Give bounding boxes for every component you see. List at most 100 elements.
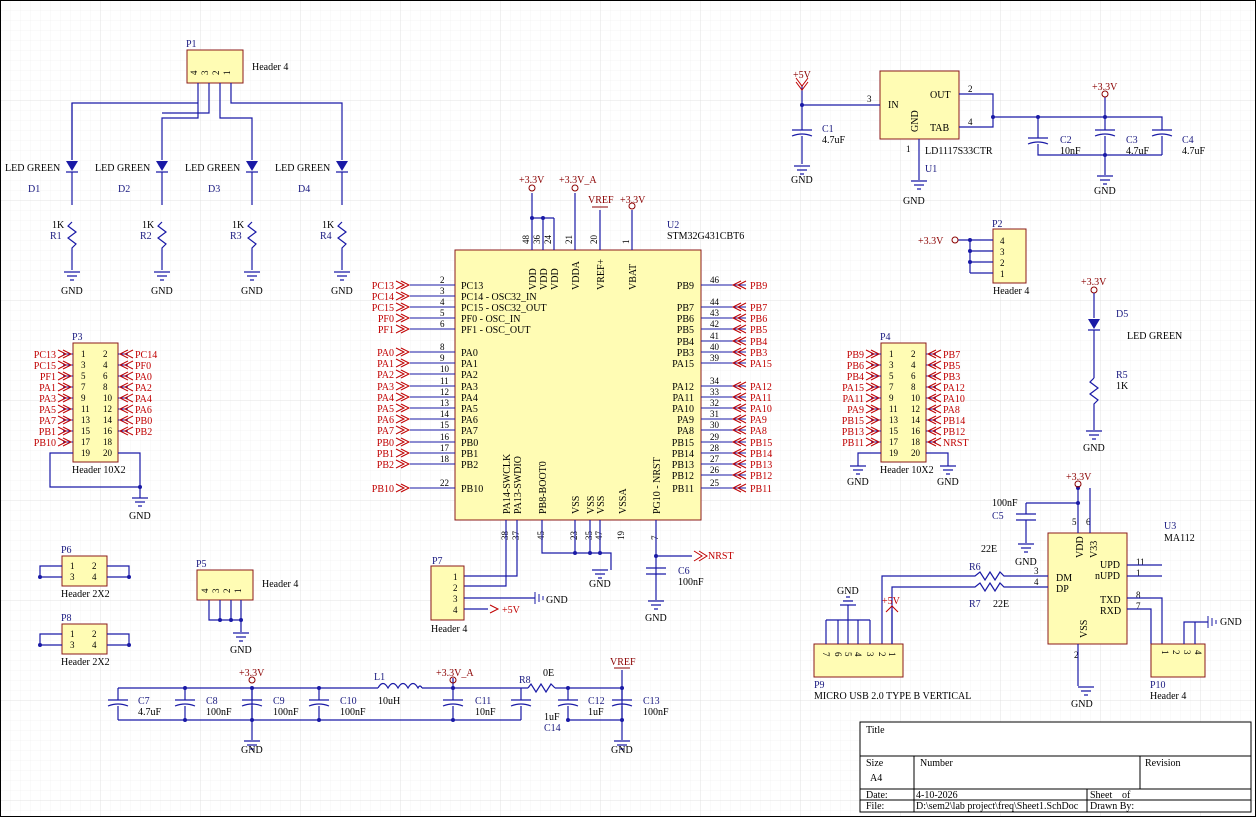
gnd-label: GND (230, 645, 252, 656)
u2-pin-number: 15 (440, 420, 450, 430)
p1-ref: P1 (186, 39, 197, 50)
u2-pin-number: 14 (440, 409, 450, 419)
d5-part: LED GREEN (1127, 331, 1182, 342)
u2-pin-name: VDD (550, 268, 561, 290)
net-arrow (731, 392, 747, 402)
p3-pin-number: 2 (103, 349, 108, 359)
u2-net-label: PA1 (377, 359, 394, 370)
u2-pin-name: PF0 - OSC_IN (461, 314, 520, 325)
u2-pin-name: PA1 (461, 359, 478, 370)
u2-pin-number: 42 (710, 319, 719, 329)
capacitor-symbol (107, 688, 129, 720)
d1-ref: D1 (28, 184, 40, 195)
u2-pin-number: 17 (440, 443, 450, 453)
u1-pin-tab: TAB (930, 123, 950, 134)
gnd-label: GND (611, 745, 633, 756)
p3-nets: PC13PC15PF1PA1PA3PA5PA7PB1PB10PC14PF0PA0… (34, 349, 157, 449)
c1-ref: C1 (822, 124, 834, 135)
p4-pin-number: 10 (911, 393, 921, 403)
u1-pin-num: 2 (968, 84, 973, 94)
size-label: Size (866, 758, 884, 769)
u3-usb-uart: U3 MA112 VDD V33 DM DP UPD nUPD TXD RXD … (881, 472, 1195, 710)
p1-part: Header 4 (252, 62, 288, 73)
u2-pin-number: 18 (440, 454, 450, 464)
u2-pin-number: 48 (521, 235, 531, 245)
u2-net-label: PA15 (750, 359, 772, 370)
net-arrow (118, 360, 134, 370)
u2-power-label: +3.3V (519, 175, 545, 186)
gnd-label: GND (241, 745, 263, 756)
net-arrow (395, 347, 411, 357)
p4-part: Header 10X2 (880, 465, 934, 476)
net-arrow (395, 414, 411, 424)
gnd-label: GND (331, 286, 353, 297)
p4-pin-number: 13 (889, 415, 899, 425)
net-arrow (395, 280, 411, 290)
u2-pin-name: PB2 (461, 460, 478, 471)
p2-pin: 1 (1000, 269, 1005, 279)
p10-part: Header 4 (1150, 691, 1186, 702)
p9-pin-number: 3 (865, 652, 875, 657)
u3-pin-num: 4 (1034, 577, 1039, 587)
net-arrow (926, 404, 942, 414)
p4-net-label: PB11 (842, 438, 864, 449)
c2-val: 10nF (1060, 146, 1081, 157)
u2-pin-name: PA11 (673, 393, 695, 404)
u2-pin-number: 29 (710, 432, 720, 442)
u2-pin-number: 33 (710, 387, 720, 397)
u2-net-label: PB3 (750, 348, 767, 359)
u2-pin-name: PA3 (461, 382, 478, 393)
p3-pin-number: 4 (103, 360, 108, 370)
u2-pin-number: 24 (543, 235, 553, 245)
net-arrow (57, 349, 73, 359)
net-arrow (731, 302, 747, 312)
u3-pin-num: 11 (1136, 557, 1145, 567)
gnd-label: GND (129, 511, 151, 522)
p3-pin-number: 9 (81, 393, 86, 403)
net-arrow (395, 358, 411, 368)
p3-pin-number: 1 (81, 349, 86, 359)
u2-pin-name: PB12 (672, 471, 694, 482)
u2-pin-number: 27 (710, 454, 720, 464)
p7-part: Header 4 (431, 624, 467, 635)
net-arrow (731, 280, 747, 290)
p3-net-label: PC13 (34, 350, 56, 361)
p1-pin: 4 (189, 70, 199, 75)
net-arrow (57, 371, 73, 381)
gnd-label: GND (1083, 443, 1105, 454)
capacitor-value: 1uF (588, 707, 604, 718)
title-block: Title Size A4 Number Revision Date: 4-10… (859, 721, 1252, 813)
p4-net-label: PB13 (842, 427, 864, 438)
u2-pin-number: 3 (440, 286, 445, 296)
u2-pin-name: VSSA (618, 488, 629, 514)
u3-pin-dm: DM (1056, 573, 1072, 584)
p4-pin-number: 7 (889, 382, 894, 392)
net-arrow (926, 437, 942, 447)
u2-pin-name: PC13 (461, 281, 483, 292)
u2-pin-number: 5 (440, 308, 445, 318)
p9-pin-number: 2 (877, 652, 887, 657)
u2-pin-name: PB10 (461, 484, 483, 495)
u2-pin-number: 39 (710, 353, 720, 363)
u2-net-label: PB0 (377, 438, 394, 449)
r7-ref: R7 (969, 599, 981, 610)
net-arrow (118, 404, 134, 414)
capacitor-ref: C12 (588, 696, 605, 707)
p7-pin: 3 (453, 594, 458, 604)
p9-pin-number: 4 (853, 652, 863, 657)
p5-pin: 4 (200, 588, 210, 593)
net-arrow (731, 381, 747, 391)
u2-pin-number: 45 (536, 531, 546, 541)
u2-pin-number: 11 (440, 376, 449, 386)
p10-header: P10 Header 4 1 2 3 4 GND (1150, 616, 1242, 702)
p3-pin-number: 13 (81, 415, 91, 425)
p3-net-label: PB10 (34, 438, 56, 449)
u2-pin-name: PB3 (677, 348, 694, 359)
p8-pin: 3 (70, 640, 75, 650)
u2-pin-number: 9 (440, 353, 445, 363)
d1-part: LED GREEN (5, 163, 60, 174)
u3-pin-upd: UPD (1100, 560, 1120, 571)
u2-pin-name: VSS (586, 496, 597, 514)
p4-net-label: NRST (943, 438, 969, 449)
